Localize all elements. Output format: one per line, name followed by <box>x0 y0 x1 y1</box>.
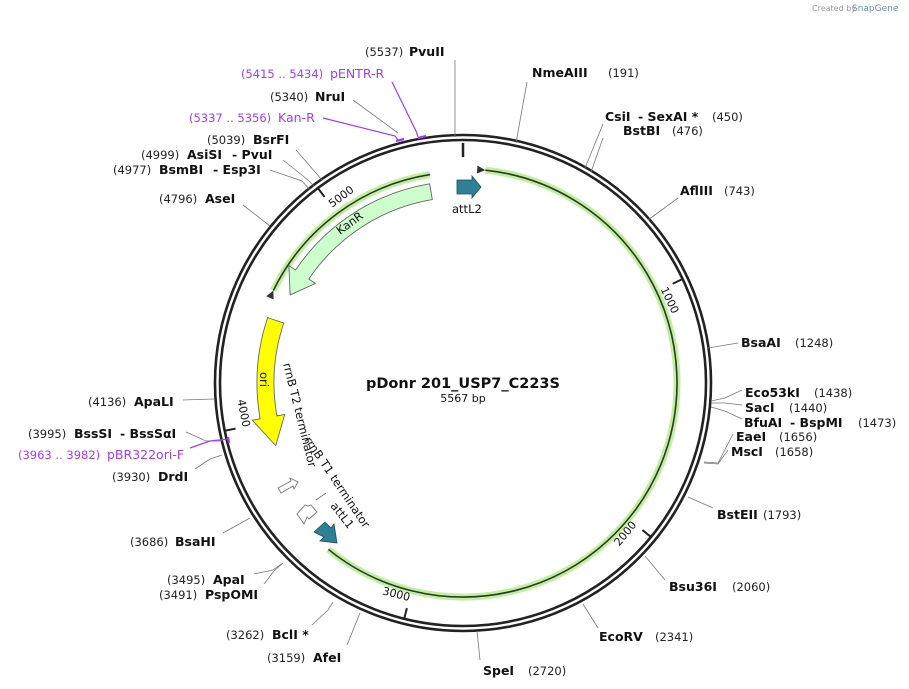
site-EcoRV[interactable]: EcoRV <box>599 629 643 644</box>
site-Bsu36I[interactable]: Bsu36I <box>669 579 717 594</box>
svg-text:- BspMI: - BspMI <box>790 415 843 430</box>
attL2-feature[interactable] <box>456 174 482 200</box>
site-BsmBI[interactable]: BsmBI <box>159 162 203 177</box>
site-BstEII[interactable]: BstEII <box>717 507 758 522</box>
svg-text:(4796): (4796) <box>159 192 197 206</box>
leader-lines <box>182 60 743 661</box>
primer-Kan-R[interactable]: Kan-R <box>278 110 315 125</box>
svg-text:(3491): (3491) <box>159 588 197 602</box>
svg-text:(1658): (1658) <box>775 445 813 459</box>
snapgene-logo: SnapGene <box>852 4 899 14</box>
backbone-outer-strand <box>213 133 713 633</box>
svg-text:(5340): (5340) <box>270 90 308 104</box>
svg-text:(1438): (1438) <box>814 386 852 400</box>
svg-text:(3963 .. 3982): (3963 .. 3982) <box>18 448 100 462</box>
svg-text:(476): (476) <box>672 124 703 138</box>
site-MscI[interactable]: MscI <box>731 444 763 459</box>
tick-label: 4000 <box>234 398 252 428</box>
plasmid-length: 5567 bp <box>440 392 485 405</box>
site-CsiI[interactable]: CsiI <box>605 109 631 124</box>
site-AflIII[interactable]: AflIII <box>680 183 713 198</box>
rrnb-t1-terminator-feature[interactable] <box>296 504 318 525</box>
plasmid-name: pDonr 201_USP7_C223S <box>366 376 560 392</box>
site-AsiSI[interactable]: AsiSI <box>187 147 222 162</box>
tick-mark <box>641 529 652 538</box>
attL1-feature[interactable] <box>313 521 338 544</box>
svg-text:(3686): (3686) <box>130 535 168 549</box>
site-PvuII[interactable]: PvuII <box>409 44 445 59</box>
site-BsaHI[interactable]: BsaHI <box>175 534 216 549</box>
site-PspOMI[interactable]: PspOMI <box>205 587 258 602</box>
kanr-highlight-arc[interactable] <box>266 171 431 300</box>
primer-pBR322ori-F[interactable]: pBR322ori-F <box>107 447 184 462</box>
site-BsaAI[interactable]: BsaAI <box>741 335 781 350</box>
site-NmeAIII[interactable]: NmeAIII <box>532 65 588 80</box>
svg-text:- Esp3I: - Esp3I <box>213 162 261 177</box>
svg-text:(4977): (4977) <box>113 163 151 177</box>
site-ApaLI[interactable]: ApaLI <box>134 394 174 409</box>
svg-text:(3930): (3930) <box>112 470 150 484</box>
svg-text:(4999): (4999) <box>141 148 179 162</box>
site-BsrFI[interactable]: BsrFI <box>253 132 289 147</box>
site-BstBI[interactable]: BstBI <box>623 123 660 138</box>
svg-text:(2720): (2720) <box>528 664 566 678</box>
svg-text:(4136): (4136) <box>88 395 126 409</box>
credit-text: Created by <box>812 4 856 13</box>
ori-feature[interactable] <box>251 317 286 447</box>
tick-mark <box>403 607 408 620</box>
tick-mark <box>224 427 236 432</box>
svg-text:(450): (450) <box>712 110 743 124</box>
svg-text:(1248): (1248) <box>795 336 833 350</box>
rrnb-t1-leader <box>315 492 327 501</box>
svg-text:- BssSαI: - BssSαI <box>120 426 176 441</box>
site-BfuAI[interactable]: BfuAI <box>744 415 782 430</box>
site-NruI[interactable]: NruI <box>315 89 345 104</box>
insert-highlight-arc[interactable] <box>326 165 681 601</box>
svg-text:(3495): (3495) <box>167 573 205 587</box>
svg-text:(3262): (3262) <box>226 628 264 642</box>
attL2-label: attL2 <box>452 202 482 216</box>
svg-text:(3159): (3159) <box>267 651 305 665</box>
backbone-inner-strand <box>218 138 708 628</box>
svg-text:(191): (191) <box>608 66 639 80</box>
tick-mark <box>672 278 684 285</box>
site-Eco53kI[interactable]: Eco53kI <box>745 385 800 400</box>
svg-text:(5537): (5537) <box>365 45 403 59</box>
site-AfeI[interactable]: AfeI <box>313 650 341 665</box>
tick-mark <box>317 187 326 198</box>
site-SacI[interactable]: SacI <box>745 400 775 415</box>
site-labels: (5537)PvuII NmeAIII(191) CsiI- SexAI *(4… <box>18 44 896 678</box>
svg-text:(2060): (2060) <box>732 580 770 594</box>
svg-text:(5415 .. 5434): (5415 .. 5434) <box>241 67 323 81</box>
svg-text:(5337 .. 5356): (5337 .. 5356) <box>189 111 271 125</box>
site-EaeI[interactable]: EaeI <box>736 429 766 444</box>
svg-text:(743): (743) <box>724 184 755 198</box>
svg-text:(1793): (1793) <box>763 508 801 522</box>
svg-text:(1440): (1440) <box>789 401 827 415</box>
rrnb-t2-terminator-feature[interactable] <box>277 477 299 494</box>
site-ApaI[interactable]: ApaI <box>213 572 245 587</box>
svg-text:(1656): (1656) <box>779 430 817 444</box>
primer-pENTR-R[interactable]: pENTR-R <box>330 66 385 81</box>
svg-text:- PvuI: - PvuI <box>232 147 272 162</box>
svg-text:(5039): (5039) <box>207 133 245 147</box>
svg-text:- SexAI *: - SexAI * <box>638 109 699 124</box>
site-BssSI[interactable]: BssSI <box>74 426 112 441</box>
ori-label: ori <box>257 372 271 387</box>
kanr-feature[interactable] <box>288 183 433 296</box>
site-DrdI[interactable]: DrdI <box>158 469 188 484</box>
site-SpeI[interactable]: SpeI <box>483 663 514 678</box>
site-AseI[interactable]: AseI <box>205 191 235 206</box>
svg-text:(3995): (3995) <box>28 427 66 441</box>
svg-text:(2341): (2341) <box>655 630 693 644</box>
feature-layer <box>251 165 681 601</box>
site-BclI[interactable]: BclI * <box>272 627 309 642</box>
svg-text:(1473): (1473) <box>858 416 896 430</box>
